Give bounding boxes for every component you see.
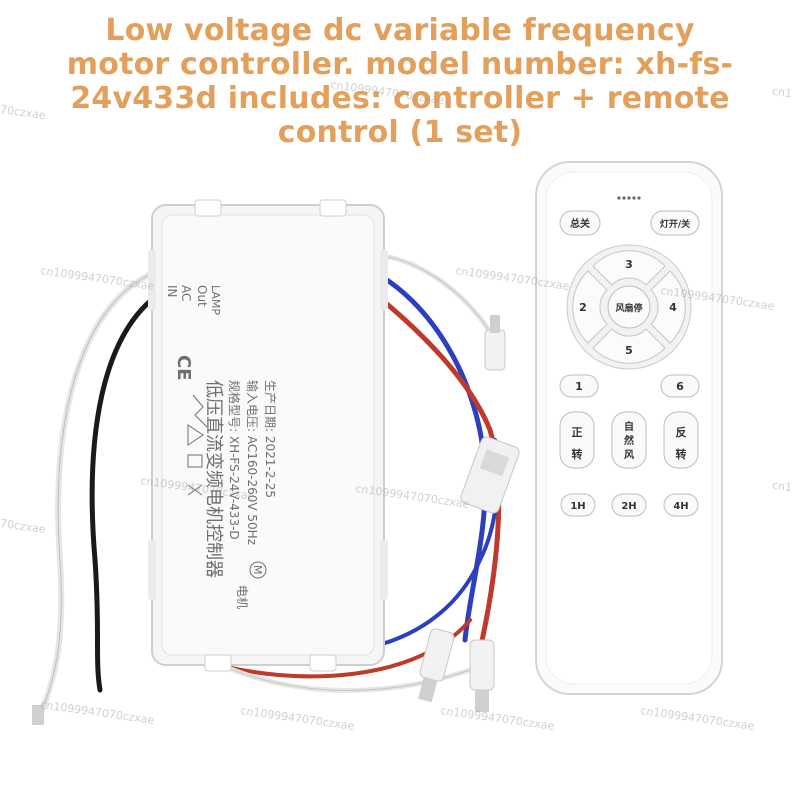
label-out: Out [195, 285, 209, 307]
dpad-right-label: 4 [669, 301, 677, 314]
controller-box [148, 199, 388, 672]
controller-brand: 电机 [235, 585, 249, 609]
forward-label-2: 转 [572, 447, 583, 461]
timer-4h-button[interactable]: 4H [663, 493, 699, 517]
recycle-icon [192, 394, 208, 428]
natural-label-2: 然 [624, 434, 634, 447]
weee-bin-icon [187, 484, 203, 496]
controller-input-line: 输入电压: AC160-260V 50Hz [245, 380, 260, 545]
wire-red-top [367, 287, 502, 653]
dpad-center-button[interactable] [607, 285, 651, 329]
led-indicator [617, 196, 641, 200]
product-headline: Low voltage dc variable frequency motor … [66, 13, 734, 150]
power-off-button[interactable]: 总关 [559, 210, 601, 236]
mark-m-circle [249, 561, 267, 579]
controller-title: 低压直流变频电机控制器 [203, 380, 224, 578]
mark-m: M [251, 565, 264, 575]
timer-4h-label: 4H [673, 501, 688, 512]
speed-1-button[interactable]: 1 [559, 374, 599, 398]
wire-black [89, 287, 168, 693]
dpad: 3 5 2 4 风扇停 [566, 244, 692, 370]
forward-button[interactable]: 正 转 [559, 411, 595, 469]
dpad-down-label: 5 [625, 344, 633, 357]
natural-wind-button[interactable]: 自 然 风 [611, 411, 647, 469]
ce-mark: CE [173, 355, 194, 381]
timer-1h-label: 1H [570, 501, 585, 512]
light-toggle-label: 灯开/关 [660, 218, 690, 230]
controller-label-group: Out LAMP IN AC CE 低压直流变频电机控制器 规格型号: XH-F… [165, 285, 277, 609]
reverse-label-2: 转 [676, 447, 687, 461]
dpad-left-button[interactable] [572, 270, 608, 344]
label-lamp: LAMP [209, 285, 222, 315]
reverse-button[interactable]: 反 转 [663, 411, 699, 469]
dpad-center-label: 风扇停 [615, 302, 642, 314]
timer-2h-label: 2H [621, 501, 636, 512]
connector-plug [460, 436, 520, 514]
wire-end-left [32, 705, 44, 725]
dpad-up-label: 3 [625, 258, 633, 271]
speed-6-label: 6 [676, 380, 684, 393]
natural-label-1: 自 [624, 420, 634, 433]
label-ac: AC [179, 285, 193, 301]
remote-control: 总关 灯开/关 3 5 2 4 风扇停 1 6 [535, 161, 723, 695]
spade-terminal-2 [418, 628, 455, 703]
controller-model-line: 规格型号: XH-FS-24V-433-D [227, 380, 242, 540]
power-off-label: 总关 [570, 217, 590, 230]
timer-1h-button[interactable]: 1H [560, 493, 596, 517]
dpad-down-button[interactable] [592, 328, 666, 364]
timer-2h-button[interactable]: 2H [611, 493, 647, 517]
dpad-left-label: 2 [579, 301, 587, 314]
controller-date-line: 生产日期: 2021-2-25 [263, 380, 277, 498]
natural-label-3: 风 [624, 449, 634, 461]
speed-6-button[interactable]: 6 [660, 374, 700, 398]
label-in: IN [165, 285, 179, 298]
spade-terminal-1 [484, 315, 506, 371]
reverse-label-1: 反 [676, 425, 687, 439]
dpad-right-button[interactable] [650, 270, 686, 344]
forward-label-1: 正 [572, 426, 583, 439]
light-toggle-button[interactable]: 灯开/关 [650, 210, 700, 236]
class-ii-icon [187, 454, 203, 468]
speed-1-label: 1 [575, 380, 583, 393]
dpad-up-button[interactable] [592, 250, 666, 286]
warning-icon [187, 424, 204, 446]
spade-terminal-3 [469, 639, 495, 712]
